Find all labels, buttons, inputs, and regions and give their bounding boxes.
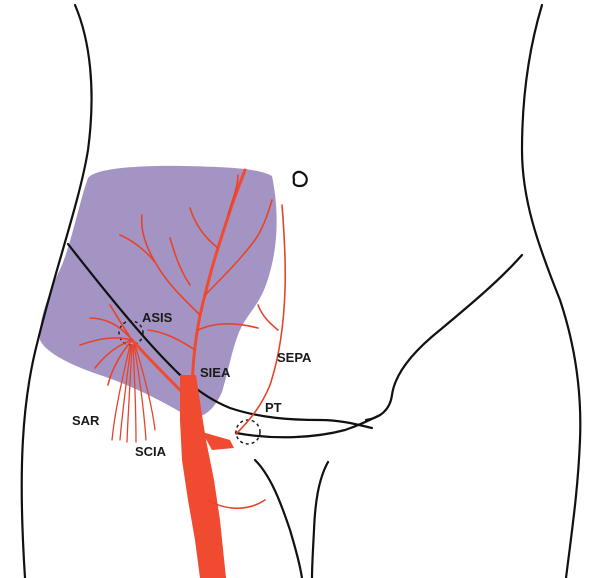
groin-crease-lower xyxy=(236,415,380,437)
label-asis: ASIS xyxy=(142,310,173,325)
umbilicus xyxy=(294,172,307,186)
label-sepa: SEPA xyxy=(277,350,312,365)
groin-crease-right xyxy=(366,255,522,420)
body-outline-right xyxy=(522,5,580,578)
sepa-branch xyxy=(258,305,278,330)
label-pt: PT xyxy=(265,400,282,415)
label-sar: SAR xyxy=(72,413,100,428)
inner-thigh-left xyxy=(255,460,302,578)
label-siea: SIEA xyxy=(200,365,231,380)
label-scia: SCIA xyxy=(135,444,167,459)
pt-landmark-circle xyxy=(236,420,260,444)
inner-thigh-right xyxy=(312,462,328,578)
